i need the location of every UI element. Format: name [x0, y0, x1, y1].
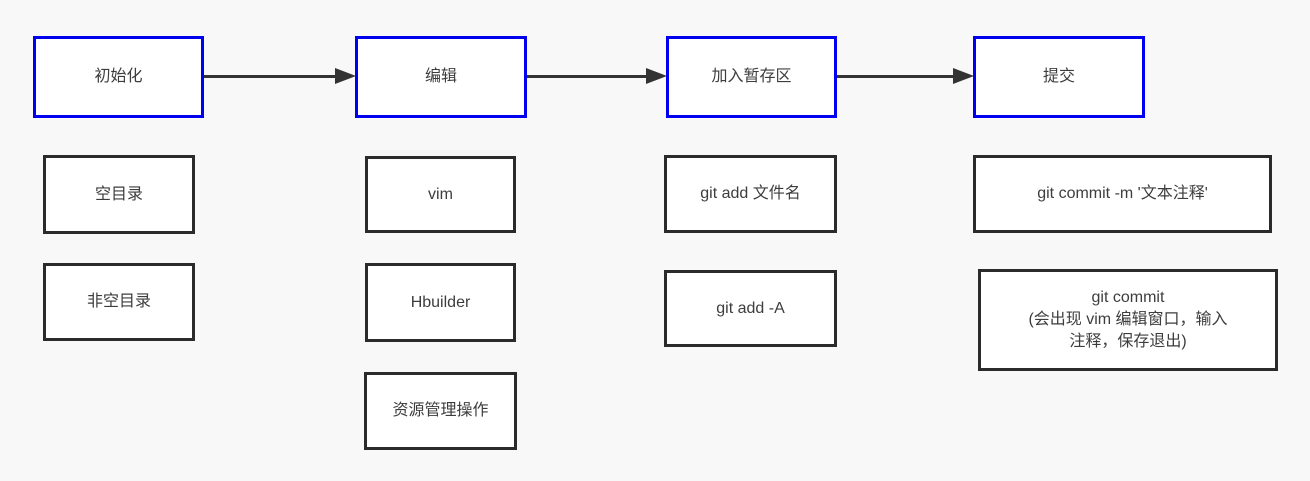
detail-label-git-add-a: git add -A [716, 299, 785, 317]
step-box-edit: 编辑 [355, 36, 527, 118]
arrowhead-icon [646, 68, 667, 84]
detail-box-nonempty-dir: 非空目录 [43, 263, 195, 341]
arrow-line [204, 75, 336, 78]
detail-label-git-commit-manual: git commit (会出现 vim 编辑窗口，输入 注释，保存退出) [1028, 287, 1227, 353]
detail-box-vim: vim [365, 156, 516, 233]
detail-box-resource-management: 资源管理操作 [364, 372, 517, 450]
step-label-init: 初始化 [94, 68, 143, 85]
arrowhead-icon [953, 68, 974, 84]
step-box-commit: 提交 [973, 36, 1145, 118]
detail-box-git-commit-manual: git commit (会出现 vim 编辑窗口，输入 注释，保存退出) [978, 269, 1278, 371]
detail-box-git-commit-m: git commit -m '文本注释' [973, 155, 1272, 233]
step-label-stage: 加入暂存区 [711, 68, 792, 85]
detail-box-hbuilder: Hbuilder [365, 263, 516, 342]
detail-label-git-commit-m: git commit -m '文本注释' [1037, 185, 1208, 202]
git-commit-note-line2: 注释，保存退出) [1069, 333, 1187, 350]
arrowhead-icon [335, 68, 356, 84]
arrow-line [527, 75, 647, 78]
detail-label-empty-dir: 空目录 [94, 185, 143, 203]
detail-label-nonempty-dir: 非空目录 [86, 293, 151, 310]
step-box-init: 初始化 [33, 36, 204, 118]
detail-box-empty-dir: 空目录 [43, 155, 195, 234]
step-label-commit: 提交 [1042, 68, 1075, 85]
detail-label-git-add-filename: git add 文件名 [700, 185, 801, 202]
detail-box-git-add-filename: git add 文件名 [664, 155, 837, 233]
arrow-line [837, 75, 954, 78]
detail-label-vim: vim [428, 185, 453, 203]
detail-box-git-add-a: git add -A [664, 270, 837, 347]
git-commit-title: git commit [1091, 289, 1165, 306]
git-commit-note-line1: (会出现 vim 编辑窗口，输入 [1028, 311, 1228, 328]
step-box-stage: 加入暂存区 [666, 36, 837, 118]
detail-label-hbuilder: Hbuilder [410, 293, 471, 311]
detail-label-resource-management: 资源管理操作 [392, 402, 489, 419]
step-label-edit: 编辑 [424, 68, 457, 85]
